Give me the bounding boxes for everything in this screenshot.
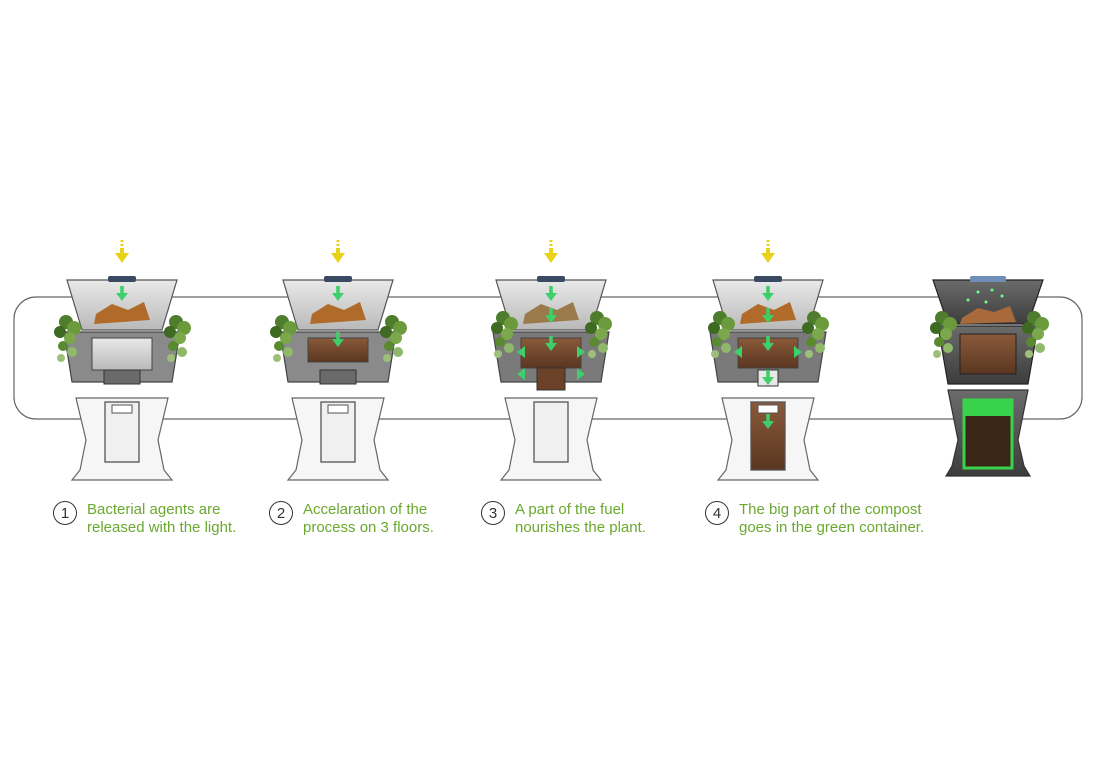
step-3-label: 3 A part of the fuel nourishes the plant… xyxy=(481,501,646,537)
light-arrow-icon xyxy=(761,240,775,263)
step-1-label: 1 Bacterial agents are released with the… xyxy=(53,501,236,537)
step-4-text: The big part of the compost goes in the … xyxy=(739,501,925,536)
light-arrow-icon xyxy=(115,240,129,263)
step-4-number: 4 xyxy=(705,501,729,525)
step-2-number: 2 xyxy=(269,501,293,525)
step-1-text: Bacterial agents are released with the l… xyxy=(87,501,237,536)
light-arrow-icon xyxy=(331,240,345,263)
step-2-label: 2 Accelaration of the process on 3 floor… xyxy=(269,501,434,537)
step-4-label: 4 The big part of the compost goes in th… xyxy=(705,501,924,537)
compost-unit-3 xyxy=(491,240,612,481)
step-3-text: A part of the fuel nourishes the plant. xyxy=(515,501,646,536)
compost-unit-5-rendered xyxy=(930,276,1049,477)
step-2-text: Accelaration of the process on 3 floors. xyxy=(303,501,434,536)
compost-unit-2 xyxy=(270,240,407,481)
compost-unit-1 xyxy=(54,240,191,481)
light-arrow-icon xyxy=(544,240,558,263)
step-1-number: 1 xyxy=(53,501,77,525)
compost-unit-4 xyxy=(708,240,829,481)
step-3-number: 3 xyxy=(481,501,505,525)
